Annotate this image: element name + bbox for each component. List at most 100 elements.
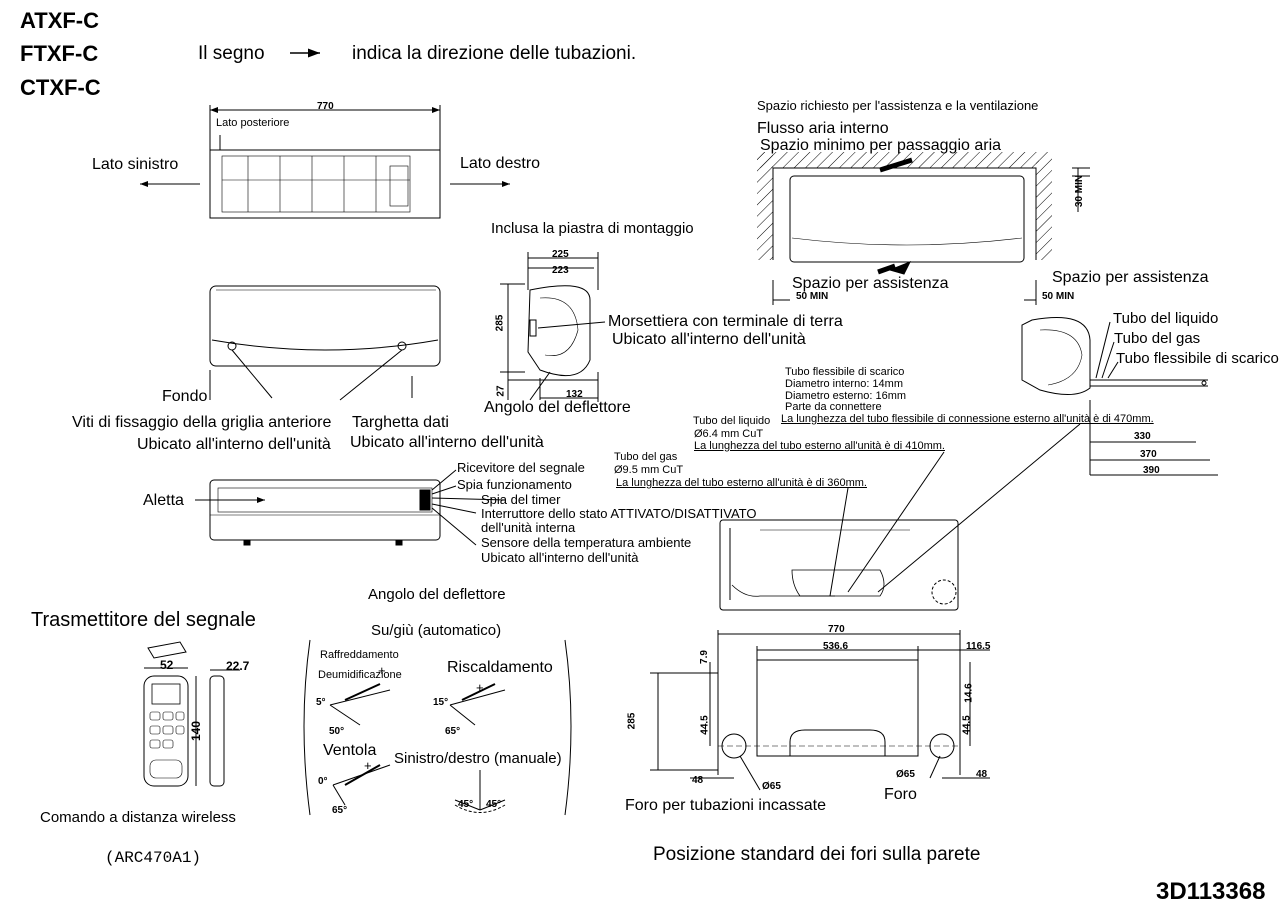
room-temp-sensor-label: Sensore della temperatura ambiente bbox=[481, 535, 692, 550]
remote-model-code: (ARC470A1) bbox=[105, 849, 202, 867]
dim-116-5: 116.5 bbox=[966, 641, 991, 652]
dim-7-9: 7.9 bbox=[698, 650, 710, 664]
angle-50: 50° bbox=[329, 726, 345, 737]
gas-pipe-length: La lunghezza del tubo esterno all'unità … bbox=[616, 477, 867, 489]
drain-connect-part: Parte da connettere bbox=[785, 401, 882, 413]
gas-pipe-title: Tubo del gas bbox=[614, 451, 678, 463]
dim-330: 330 bbox=[1134, 431, 1151, 442]
bottom-label: Fondo bbox=[162, 388, 208, 405]
dim-22-7: 22.7 bbox=[226, 659, 250, 673]
liquid-pipe-dia: Ø6.4 mm CuT bbox=[694, 428, 764, 440]
min-air-space-label: Spazio minimo per passaggio aria bbox=[760, 137, 1002, 154]
drain-outer-dia: Diametro esterno: 16mm bbox=[785, 390, 907, 402]
on-off-switch-label-2: dell'unità interna bbox=[481, 520, 576, 535]
dim-30-min: 30 MIN bbox=[1074, 174, 1086, 208]
angle-45-left: 45° bbox=[458, 799, 474, 810]
bottom-view bbox=[195, 469, 507, 546]
pipe-plan-view bbox=[719, 423, 1081, 611]
dim-48-right: 48 bbox=[976, 769, 988, 780]
gas-pipe-label: Tubo del gas bbox=[1114, 330, 1201, 347]
flap-label: Aletta bbox=[143, 492, 184, 509]
dim-44-5-left: 44.5 bbox=[699, 715, 711, 735]
signal-receiver-label: Ricevitore del segnale bbox=[457, 460, 585, 475]
flap-angle-title: Angolo del deflettore bbox=[368, 586, 506, 603]
drain-hose-label: Tubo flessibile di scarico bbox=[1116, 350, 1279, 367]
model-name-3: CTXF-C bbox=[20, 75, 101, 100]
dim-390: 390 bbox=[1143, 465, 1160, 476]
service-space bbox=[757, 152, 1090, 305]
plus-sign-2: + bbox=[476, 680, 484, 695]
left-side-label: Lato sinistro bbox=[92, 156, 179, 173]
liquid-pipe-length: La lunghezza del tubo esterno all'unità … bbox=[694, 440, 945, 452]
wireless-remote-caption: Comando a distanza wireless bbox=[40, 809, 236, 826]
model-name-1: ATXF-C bbox=[20, 8, 100, 33]
timer-lamp-label: Spia del timer bbox=[481, 492, 561, 507]
document-code: 3D113368 bbox=[1156, 878, 1266, 905]
dim-770-top: 770 bbox=[317, 101, 334, 112]
liquid-pipe-label: Tubo del liquido bbox=[1113, 310, 1219, 327]
indoor-airflow-label: Flusso aria interno bbox=[757, 120, 889, 137]
wall-hole-drawing bbox=[650, 630, 990, 791]
dry-label: Deumidificazione bbox=[318, 669, 402, 681]
hole-dia-right: Ø65 bbox=[896, 769, 915, 780]
dim-50-min-right: 50 MIN bbox=[1042, 291, 1075, 302]
remote-drawing bbox=[143, 641, 240, 787]
dim-132: 132 bbox=[566, 389, 583, 400]
pipe-side-view bbox=[1021, 317, 1218, 476]
angle-0: 0° bbox=[318, 776, 328, 787]
screws-location-label: Ubicato all'interno dell'unità bbox=[137, 436, 331, 453]
flap-angle-diagrams bbox=[303, 639, 572, 816]
gas-pipe-dia: Ø9.5 mm CuT bbox=[614, 464, 684, 476]
terminal-block-label: Morsettiera con terminale di terra bbox=[608, 313, 843, 330]
service-space-left: Spazio per assistenza bbox=[792, 275, 949, 292]
angle-5: 5° bbox=[316, 697, 326, 708]
front-grille-screws-label: Viti di fissaggio della griglia anterior… bbox=[72, 414, 332, 431]
dim-770-wall: 770 bbox=[828, 624, 845, 635]
legend-text-before: Il segno bbox=[198, 43, 265, 64]
recessed-pipe-hole-label: Foro per tubazioni incassate bbox=[625, 797, 826, 814]
heating-label: Riscaldamento bbox=[447, 659, 553, 676]
dim-140: 140 bbox=[189, 720, 204, 742]
plus-sign-1: + bbox=[378, 663, 386, 678]
dim-27: 27 bbox=[495, 385, 507, 397]
angle-65-fan: 65° bbox=[332, 805, 348, 816]
hole-label: Foro bbox=[884, 786, 917, 803]
service-space-right: Spazio per assistenza bbox=[1052, 269, 1209, 286]
angle-65-heat: 65° bbox=[445, 726, 461, 737]
wall-holes-caption: Posizione standard dei fori sulla parete bbox=[653, 844, 981, 865]
side-view bbox=[500, 252, 606, 402]
legend-text-after: indica la direzione delle tubazioni. bbox=[352, 43, 637, 64]
right-side-label: Lato destro bbox=[460, 155, 541, 172]
dim-52: 52 bbox=[160, 658, 174, 672]
fan-label: Ventola bbox=[323, 742, 377, 759]
dim-44-5-right: 44.5 bbox=[961, 715, 973, 735]
rear-side-label: Lato posteriore bbox=[216, 117, 290, 129]
dim-285-side: 285 bbox=[494, 314, 506, 332]
dim-223: 223 bbox=[552, 265, 569, 276]
operation-lamp-label: Spia funzionamento bbox=[457, 477, 572, 492]
left-right-manual-label: Sinistro/destro (manuale) bbox=[394, 750, 562, 767]
angle-15: 15° bbox=[433, 697, 449, 708]
nameplate-label: Targhetta dati bbox=[352, 414, 449, 431]
terminal-location-label: Ubicato all'interno dell'unità bbox=[612, 331, 806, 348]
flap-angle-label-side: Angolo del deflettore bbox=[484, 399, 631, 416]
dim-536-6: 536.6 bbox=[823, 641, 849, 652]
cooling-label: Raffreddamento bbox=[320, 649, 399, 661]
dim-225: 225 bbox=[552, 249, 569, 260]
dim-14-6: 14.6 bbox=[963, 683, 975, 703]
hole-dia-left: Ø65 bbox=[762, 781, 781, 792]
drain-inner-dia: Diametro interno: 14mm bbox=[785, 378, 903, 390]
angle-45-right: 45° bbox=[486, 799, 502, 810]
mounting-plate-label: Inclusa la piastra di montaggio bbox=[491, 220, 694, 237]
nameplate-location-label: Ubicato all'interno dell'unità bbox=[350, 434, 544, 451]
dim-285-wall: 285 bbox=[626, 712, 638, 730]
drain-hose-length: La lunghezza del tubo flessibile di conn… bbox=[781, 413, 1154, 425]
front-view bbox=[209, 285, 441, 401]
on-off-switch-label: Interruttore dello stato ATTIVATO/DISATT… bbox=[481, 506, 757, 521]
dim-50-min-left: 50 MIN bbox=[796, 291, 829, 302]
dim-48-left: 48 bbox=[692, 775, 704, 786]
sensor-location-label: Ubicato all'interno dell'unità bbox=[481, 550, 639, 565]
signal-transmitter-label: Trasmettitore del segnale bbox=[31, 609, 256, 631]
model-name-2: FTXF-C bbox=[20, 41, 99, 66]
